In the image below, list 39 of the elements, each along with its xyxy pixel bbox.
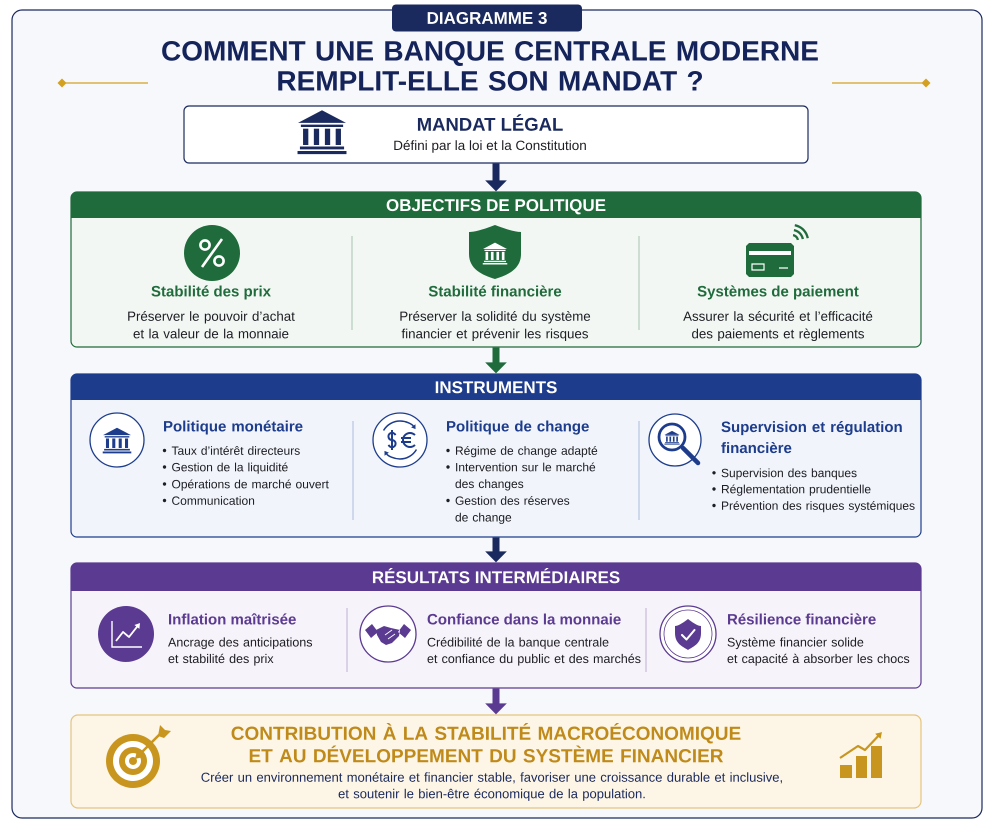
- description: Créer un environnement monétaire et financier stable, favoriser une croissance durable et inclusive, et soutenir le bien-être économique de la population.: [201, 772, 782, 801]
- list-item: Régime de change adapté: [456, 446, 598, 458]
- list-item: Gestion de la liquidité: [172, 462, 288, 474]
- description: Préserver le pouvoir d’achat et la valeur de la monnaie: [128, 311, 295, 338]
- heading: Politique monétaire: [164, 420, 303, 434]
- list-item: Prévention des risques systémiques: [722, 500, 915, 512]
- description: Ancrage des anticipations et stabilité des prix: [168, 637, 312, 666]
- list-item: Supervision des banques: [722, 468, 857, 480]
- header-band: RÉSULTATS INTERMÉDIAIRES: [71, 563, 921, 591]
- heading: MANDAT LÉGAL: [418, 114, 563, 131]
- heading: Résilience financière: [728, 613, 876, 625]
- heading: Confiance dans la monnaie: [428, 614, 621, 625]
- description: Crédibilité de la banque centrale et confiance du public et des marchés: [428, 637, 641, 666]
- summary-box: [70, 714, 922, 809]
- subtitle: Défini par la loi et la Constitution: [394, 140, 586, 153]
- heading: Stabilité financière: [428, 285, 562, 297]
- list-item: Communication: [172, 496, 254, 505]
- list-item: Réglementation prudentielle: [722, 484, 871, 496]
- panel: [70, 373, 922, 538]
- description: Assurer la sécurité et l’efficacité des paiements et règlements: [683, 311, 872, 342]
- title: COMMENT UNE BANQUE CENTRALE MODERNE REMPLIT-ELLE SON MANDAT ?: [162, 40, 818, 91]
- heading: CONTRIBUTION À LA STABILITÉ MACROÉCONOMIQUE ET AU DÉVELOPPEMENT DU SYSTÈME FINANCIER: [232, 722, 740, 762]
- list-item: Opérations de marché ouvert: [172, 479, 329, 491]
- heading: Supervision et régulation financière: [721, 421, 902, 454]
- panel: [70, 562, 922, 689]
- list-item: Intervention sur le marché des changes: [456, 462, 596, 490]
- mandate-box: [183, 105, 809, 164]
- description: Système financier solide et capacité à absorber les chocs: [728, 637, 910, 666]
- badge: DIAGRAMME 3: [392, 4, 582, 32]
- panel: [70, 191, 922, 348]
- heading: Politique de change: [447, 420, 589, 435]
- header-band: OBJECTIFS DE POLITIQUE: [71, 192, 921, 218]
- heading: Stabilité des prix: [151, 285, 271, 300]
- list-item: Taux d’intérêt directeurs: [172, 446, 300, 455]
- heading: Inflation maîtrisée: [169, 613, 296, 625]
- description: Préserver la solidité du système financier et prévenir les risques: [400, 311, 590, 342]
- heading: Systèmes de paiement: [698, 285, 859, 300]
- list-item: Gestion des réserves de change: [456, 496, 570, 524]
- header-band: INSTRUMENTS: [71, 374, 921, 400]
